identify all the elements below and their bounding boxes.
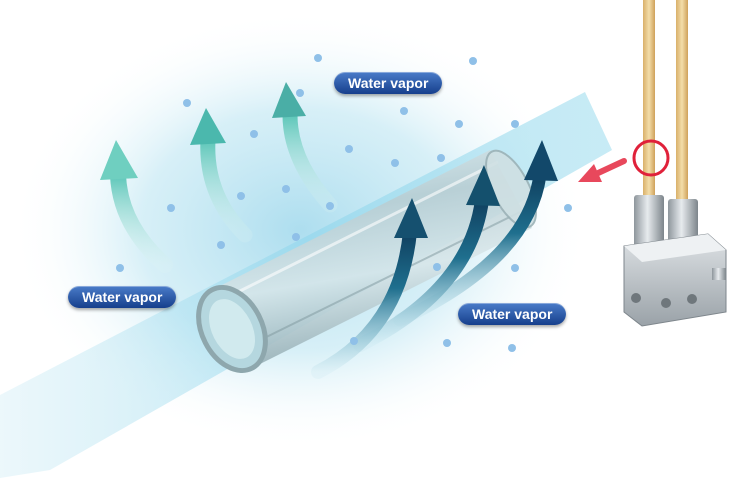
- droplet: [511, 264, 519, 272]
- block-hole: [631, 293, 641, 303]
- droplets: [116, 54, 572, 352]
- fitting-left: [634, 195, 664, 251]
- droplet: [345, 145, 353, 153]
- block-hole: [661, 298, 671, 308]
- droplet: [296, 89, 304, 97]
- droplet: [217, 241, 225, 249]
- droplet: [282, 185, 290, 193]
- red-arrow-icon: [578, 158, 627, 182]
- vapor-arrows-light: [100, 82, 338, 273]
- droplet: [564, 204, 572, 212]
- droplet: [350, 337, 358, 345]
- droplet: [116, 264, 124, 272]
- amber-tubes-icon: [643, 0, 688, 204]
- droplet: [167, 204, 175, 212]
- droplet: [508, 344, 516, 352]
- arrow-light-2: [200, 132, 253, 243]
- arrow-dark-3-head: [524, 140, 558, 181]
- arrow-dark-2: [353, 193, 489, 352]
- label-water-vapor-right: Water vapor: [458, 303, 567, 325]
- tube-body: [212, 150, 532, 368]
- arrow-light-3: [282, 107, 338, 213]
- block-top: [624, 234, 726, 262]
- label-water-vapor-left: Water vapor: [68, 286, 177, 308]
- amber-tube-right: [676, 0, 688, 204]
- droplet: [437, 154, 445, 162]
- droplet: [511, 120, 519, 128]
- tube-highlight: [221, 160, 499, 302]
- red-circle-icon: [632, 139, 670, 177]
- red-arrow-shaft: [593, 158, 627, 177]
- arrow-dark-2-head: [466, 165, 500, 206]
- arrow-light-3-head: [272, 82, 306, 118]
- block-plug: [712, 268, 726, 280]
- arrow-dark-3: [393, 168, 547, 327]
- amber-tube-left: [643, 0, 655, 200]
- red-arrow-head: [578, 164, 602, 182]
- fitting-block-icon: [623, 195, 727, 327]
- droplet: [237, 192, 245, 200]
- label-water-vapor-top: Water vapor: [334, 72, 443, 94]
- arrow-light-1-head: [100, 140, 138, 180]
- droplet: [443, 339, 451, 347]
- arrow-light-2-head: [190, 108, 226, 145]
- droplet: [250, 130, 258, 138]
- droplet: [455, 120, 463, 128]
- droplet: [326, 202, 334, 210]
- droplet: [391, 159, 399, 167]
- arrow-light-1: [110, 167, 173, 273]
- droplet: [314, 54, 322, 62]
- droplet: [183, 99, 191, 107]
- droplet: [292, 233, 300, 241]
- tube-opening: [209, 299, 255, 359]
- droplet: [400, 107, 408, 115]
- arrow-dark-1: [311, 225, 417, 379]
- droplet: [469, 57, 477, 65]
- block-hole: [687, 294, 697, 304]
- arrow-dark-1-head: [394, 198, 428, 238]
- vapor-arrows-dark: [311, 140, 558, 379]
- droplet: [433, 263, 441, 271]
